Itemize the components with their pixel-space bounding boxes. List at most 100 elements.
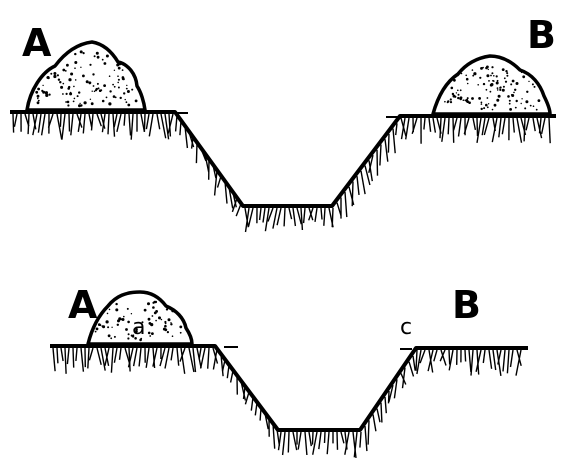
- ground-hatch-stroke: [292, 431, 298, 451]
- ground-hatch-stroke: [113, 347, 118, 363]
- ground-hatch-stroke: [312, 431, 318, 455]
- soil-speckle: [121, 318, 125, 321]
- ground-hatch-stroke: [276, 207, 282, 226]
- soil-speckle: [520, 71, 523, 74]
- ground-hatch-stroke: [353, 431, 358, 458]
- ground-hatch-stroke: [159, 347, 166, 367]
- soil-speckle: [101, 325, 104, 328]
- ground-hatch-stroke: [387, 133, 390, 153]
- ground-hatch-stroke: [352, 431, 357, 458]
- soil-speckle: [482, 82, 486, 86]
- ground-hatch-stroke: [483, 117, 490, 136]
- ground-hatch-stroke: [548, 117, 551, 144]
- bottom-mound-texture: [94, 300, 183, 342]
- ground-hatch-stroke: [148, 113, 154, 137]
- soil-speckle: [170, 322, 172, 324]
- ground-hatch-stroke: [492, 349, 497, 371]
- soil-speckle: [90, 102, 94, 106]
- soil-speckle: [108, 102, 112, 106]
- ground-hatch-stroke: [112, 113, 116, 137]
- soil-speckle: [508, 102, 511, 105]
- ground-hatch-stroke: [145, 347, 150, 368]
- ground-hatch-stroke: [457, 117, 462, 137]
- soil-speckle: [520, 102, 522, 105]
- ground-hatch-stroke: [428, 117, 432, 132]
- soil-speckle: [97, 87, 100, 90]
- ground-hatch-stroke: [388, 384, 394, 403]
- ground-hatch-stroke: [75, 347, 78, 361]
- soil-speckle: [74, 79, 77, 81]
- ground-hatch-stroke: [482, 349, 486, 364]
- ground-hatch-stroke: [156, 113, 161, 130]
- soil-speckle: [147, 317, 151, 321]
- soil-speckle: [121, 76, 125, 79]
- ground-hatch-stroke: [405, 117, 410, 140]
- soil-speckle: [466, 97, 469, 100]
- soil-speckle: [158, 316, 161, 320]
- soil-speckle: [101, 99, 105, 103]
- soil-speckle: [65, 101, 67, 103]
- ground-hatch-stroke: [12, 113, 15, 133]
- bottom-right-label: B: [452, 283, 481, 327]
- soil-speckle: [79, 50, 83, 54]
- ground-hatch-stroke: [359, 431, 362, 448]
- soil-speckle: [121, 69, 124, 71]
- soil-speckle: [59, 81, 62, 84]
- soil-speckle: [134, 337, 137, 340]
- soil-speckle: [165, 308, 169, 311]
- ground-hatch-stroke: [516, 117, 523, 143]
- ground-hatch-stroke: [192, 347, 197, 373]
- soil-speckle: [92, 73, 95, 76]
- ground-hatch-stroke: [498, 117, 502, 138]
- soil-speckle: [93, 90, 96, 93]
- ground-hatch-stroke: [323, 431, 326, 444]
- ground-hatch-stroke: [152, 347, 156, 369]
- soil-speckle: [42, 84, 44, 87]
- ground-hatch-stroke: [384, 139, 389, 162]
- ground-hatch-stroke: [72, 347, 75, 368]
- ground-hatch-stroke: [272, 423, 276, 449]
- ground-hatch-stroke: [118, 347, 122, 360]
- soil-speckle: [117, 86, 120, 89]
- ground-hatch-stroke: [37, 113, 42, 133]
- ground-hatch-stroke: [412, 355, 416, 371]
- ground-hatch-stroke: [475, 349, 482, 372]
- soil-speckle: [125, 101, 128, 104]
- ground-hatch-stroke: [264, 207, 270, 232]
- soil-speckle: [83, 101, 87, 105]
- ground-hatch-stroke: [336, 431, 339, 450]
- soil-speckle: [123, 92, 126, 95]
- top-left-label: A: [22, 21, 52, 65]
- soil-speckle: [78, 104, 81, 108]
- soil-speckle: [495, 75, 498, 78]
- ground-hatch-stroke: [80, 347, 85, 372]
- soil-speckle: [62, 82, 65, 85]
- soil-speckle: [101, 58, 104, 61]
- ground-hatch-stroke: [408, 361, 415, 377]
- soil-speckle: [69, 92, 73, 96]
- top-ground-hatching: [12, 113, 551, 233]
- ground-hatch-stroke: [416, 349, 422, 375]
- ground-hatch-stroke: [481, 117, 486, 136]
- soil-speckle: [88, 81, 92, 85]
- soil-speckle: [122, 78, 125, 81]
- soil-speckle: [459, 89, 462, 92]
- ground-hatch-stroke: [110, 347, 114, 373]
- soil-speckle: [134, 99, 138, 103]
- soil-speckle: [116, 63, 120, 67]
- ground-hatch-stroke: [87, 347, 90, 369]
- ground-hatch-stroke: [96, 347, 102, 365]
- soil-speckle: [456, 73, 459, 77]
- ground-hatch-stroke: [395, 123, 398, 136]
- soil-speckle: [60, 85, 64, 89]
- soil-speckle: [537, 99, 541, 102]
- ground-hatch-stroke: [262, 207, 266, 223]
- ground-hatch-stroke: [364, 165, 371, 186]
- soil-speckle: [57, 78, 61, 81]
- bottom-trench-profile: [50, 344, 528, 432]
- soil-speckle: [115, 302, 118, 306]
- ground-hatch-stroke: [320, 207, 323, 220]
- ground-hatch-stroke: [143, 113, 146, 132]
- soil-speckle: [453, 78, 456, 82]
- ground-hatch-stroke: [367, 420, 370, 445]
